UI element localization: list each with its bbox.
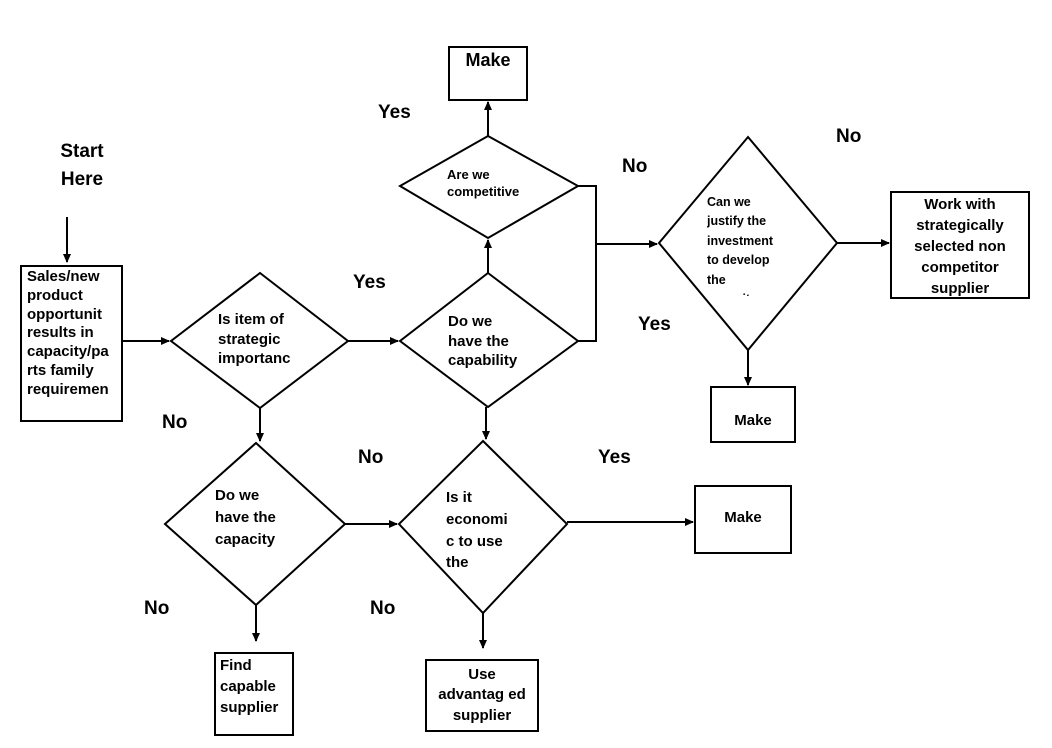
strategic-diamond-text: Is item of strategic importanc: [218, 311, 291, 367]
work-with-box-shape: [890, 191, 1030, 299]
edge-label-no-justify: No: [836, 126, 862, 147]
make-top-box-shape: [448, 46, 528, 101]
sales-box-shape: [20, 265, 123, 422]
capability-diamond-shape: [398, 271, 580, 409]
competitive-diamond-text: Are we competitive: [447, 167, 520, 199]
justify-diamond-text: Can we justify the investment to develop…: [707, 195, 773, 296]
use-advantaged-text: Use advantag ed supplier: [438, 666, 526, 724]
use-advantaged-box-shape: [425, 659, 539, 732]
make-right-text: Make: [734, 412, 772, 429]
make-mid-text: Make: [724, 509, 762, 526]
economic-diamond-text: Is it economi c to use the: [446, 489, 508, 572]
find-supplier-text: Find capable supplier: [220, 657, 279, 716]
edge-label-no-economic: No: [370, 598, 396, 619]
start-label: Start Here: [60, 141, 104, 190]
edge-label-yes-economic: Yes: [598, 447, 631, 468]
edge-label-no-strategic: No: [162, 412, 188, 433]
make-mid-box-shape: [694, 485, 792, 554]
make-right-box-shape: [710, 386, 796, 443]
edge-label-no-capacity: No: [144, 598, 170, 619]
make-top-text: Make: [465, 50, 511, 70]
find-supplier-box-shape: [214, 652, 294, 736]
edge-label-yes-competitive: Yes: [378, 102, 411, 123]
capability-diamond-text: Do we have the capability: [448, 313, 518, 369]
edge-label-no-competitive: No: [622, 156, 648, 177]
work-with-text: Work with strategically selected non com…: [914, 196, 1006, 296]
edge-label-no-capability: No: [358, 447, 384, 468]
edge-label-yes-strategic: Yes: [353, 272, 386, 293]
competitive-diamond-shape: [398, 134, 581, 240]
edge-label-yes-justify: Yes: [638, 314, 671, 335]
capacity-diamond-text: Do we have the capacity: [215, 487, 276, 548]
competitive-no-connector: [578, 185, 597, 342]
sales-box-text: Sales/new product opportunit results in …: [27, 268, 109, 398]
